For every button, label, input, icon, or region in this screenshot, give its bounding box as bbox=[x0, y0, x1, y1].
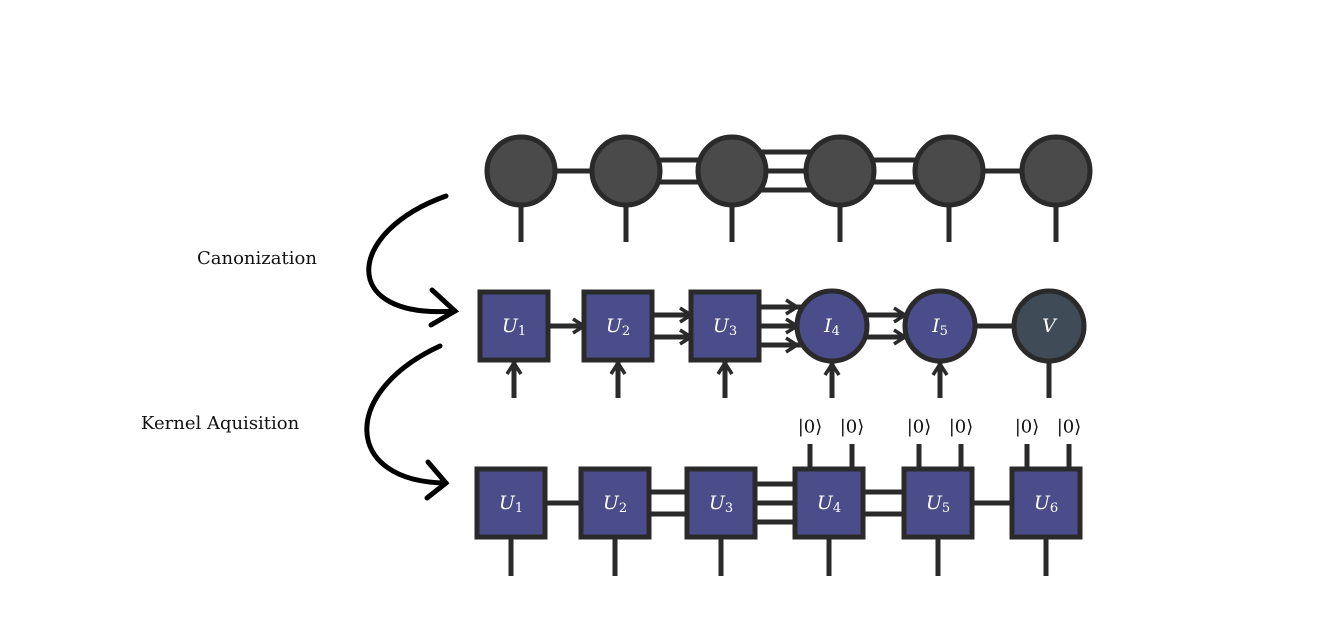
physical-arrow-1 bbox=[505, 359, 523, 375]
ancilla-ket-6-1: |0⟩ bbox=[1015, 417, 1040, 438]
kernel-node-label-3: U3 bbox=[709, 492, 733, 516]
canonization-arrow bbox=[366, 193, 460, 328]
mps-node-4 bbox=[803, 134, 877, 208]
ancilla-ket-4-2: |0⟩ bbox=[840, 417, 865, 438]
bond-arrow-3-3 bbox=[785, 336, 801, 354]
canonical-node-label-1: U1 bbox=[502, 315, 526, 339]
mps-node-1 bbox=[484, 134, 558, 208]
canonical-node-2 bbox=[581, 289, 655, 363]
kernel-node-1 bbox=[474, 466, 548, 540]
kernel-node-2 bbox=[578, 466, 652, 540]
canonization-label: Canonization bbox=[197, 248, 317, 269]
canonization-arrow-head bbox=[428, 287, 460, 328]
canonical-node-4 bbox=[794, 288, 870, 364]
canonization-arrow-path bbox=[366, 193, 458, 315]
physical-arrow-3 bbox=[716, 359, 734, 375]
kernel-arrow-path bbox=[364, 343, 449, 486]
canonical-node-1 bbox=[477, 289, 551, 363]
kernel-node-3 bbox=[684, 466, 758, 540]
canonical-node-3 bbox=[688, 289, 762, 363]
ancilla-layer: |0⟩ |0⟩ |0⟩ |0⟩ |0⟩ |0⟩ bbox=[798, 417, 1082, 438]
canonical-node-label-2: U2 bbox=[606, 315, 630, 339]
kernel-node-5 bbox=[901, 466, 975, 540]
canonical-node-label-3: U3 bbox=[713, 315, 737, 339]
kernel-node-label-5: U5 bbox=[926, 492, 950, 516]
ancilla-ket-5-2: |0⟩ bbox=[949, 417, 974, 438]
canonical-node-6 bbox=[1011, 288, 1087, 364]
ancilla-ket-4-1: |0⟩ bbox=[798, 417, 823, 438]
canonical-node-label-5: I5 bbox=[931, 315, 948, 339]
physical-arrow-5 bbox=[931, 360, 949, 376]
canonical-node-label-6: V bbox=[1042, 315, 1058, 337]
transform-arrows bbox=[364, 193, 460, 501]
kernel-node-label-2: U2 bbox=[603, 492, 627, 516]
mps-node-5 bbox=[912, 134, 986, 208]
physical-arrow-4 bbox=[823, 360, 841, 376]
mps-node-6 bbox=[1019, 134, 1093, 208]
kernel-node-6 bbox=[1009, 466, 1083, 540]
mps-node-2 bbox=[589, 134, 663, 208]
kernel-node-label-4: U4 bbox=[817, 492, 841, 516]
canonical-node-label-4: I4 bbox=[823, 315, 840, 339]
kernel-aquisition-label: Kernel Aquisition bbox=[141, 413, 300, 434]
canonical-node-5 bbox=[902, 288, 978, 364]
kernel-arrow-head bbox=[424, 459, 450, 501]
mps-node-3 bbox=[695, 134, 769, 208]
kernel-node-4 bbox=[792, 466, 866, 540]
kernel-node-label-1: U1 bbox=[499, 492, 523, 516]
ancilla-ket-6-2: |0⟩ bbox=[1057, 417, 1082, 438]
ancilla-ket-5-1: |0⟩ bbox=[907, 417, 932, 438]
bond-arrow-3-1 bbox=[785, 298, 801, 316]
physical-arrow-2 bbox=[609, 359, 627, 375]
kernel-node-label-6: U6 bbox=[1034, 492, 1058, 516]
kernel-arrow bbox=[364, 343, 450, 501]
